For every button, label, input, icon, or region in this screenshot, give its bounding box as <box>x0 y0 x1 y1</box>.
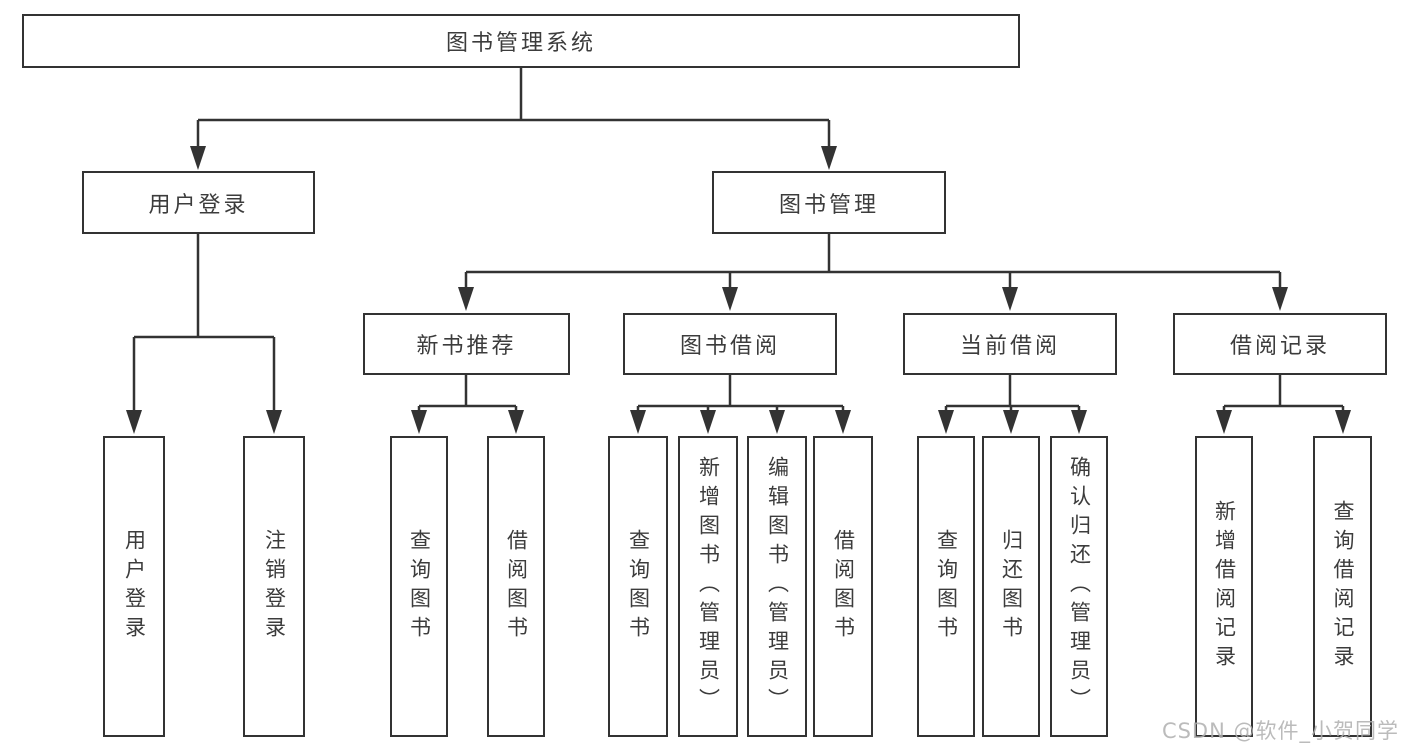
leaf-node-label: 新增借阅记录 <box>1212 499 1237 674</box>
leaf-node-label: 查询借阅记录 <box>1331 499 1355 674</box>
leaf-node-label: 确认归还（管理员） <box>1067 456 1092 717</box>
branch-node-label: 当前借阅 <box>959 334 1060 359</box>
branch-node-label: 图书管理 <box>778 192 879 218</box>
leaf-node-add-book-admin: 新增图书（管理员） <box>678 436 738 737</box>
root-node-library-management-system: 图书管理系统 <box>22 14 1020 68</box>
branch-node-book-management: 图书管理 <box>712 171 946 234</box>
branch-node-label: 用户登录 <box>148 192 249 218</box>
leaf-node-label: 编辑图书（管理员） <box>765 456 790 717</box>
leaf-node-label: 归还图书 <box>999 528 1024 645</box>
branch-node-new-book-recommend: 新书推荐 <box>363 313 570 375</box>
leaf-node-borrow-book: 借阅图书 <box>813 436 873 737</box>
leaf-node-confirm-return-admin: 确认归还（管理员） <box>1050 436 1108 737</box>
branch-node-current-borrow: 当前借阅 <box>903 313 1117 375</box>
branch-node-book-borrow: 图书借阅 <box>623 313 837 375</box>
leaf-node-query-book: 查询图书 <box>390 436 448 737</box>
leaf-node-logout: 注销登录 <box>243 436 305 737</box>
branch-node-borrow-record: 借阅记录 <box>1173 313 1387 375</box>
leaf-node-query-borrow-record: 查询借阅记录 <box>1313 436 1372 737</box>
leaf-node-add-borrow-record: 新增借阅记录 <box>1195 436 1253 737</box>
leaf-node-edit-book-admin: 编辑图书（管理员） <box>747 436 807 737</box>
leaf-node-label: 查询图书 <box>626 528 651 645</box>
leaf-node-label: 借阅图书 <box>831 528 856 645</box>
leaf-node-query-book: 查询图书 <box>917 436 975 737</box>
leaf-node-label: 借阅图书 <box>504 528 529 645</box>
branch-node-user-login: 用户登录 <box>82 171 315 234</box>
leaf-node-label: 注销登录 <box>262 528 287 645</box>
leaf-node-label: 查询图书 <box>407 528 432 645</box>
root-node-label: 图书管理系统 <box>445 31 596 56</box>
branch-node-label: 图书借阅 <box>679 334 780 359</box>
branch-node-label: 借阅记录 <box>1229 334 1330 359</box>
leaf-node-borrow-book: 借阅图书 <box>487 436 545 737</box>
leaf-node-label: 用户登录 <box>122 528 147 645</box>
leaf-node-label: 新增图书（管理员） <box>696 456 721 717</box>
leaf-node-return-book: 归还图书 <box>982 436 1040 737</box>
leaf-node-query-book: 查询图书 <box>608 436 668 737</box>
leaf-node-label: 查询图书 <box>934 528 959 645</box>
branch-node-label: 新书推荐 <box>416 334 517 359</box>
leaf-node-user-login: 用户登录 <box>103 436 165 737</box>
